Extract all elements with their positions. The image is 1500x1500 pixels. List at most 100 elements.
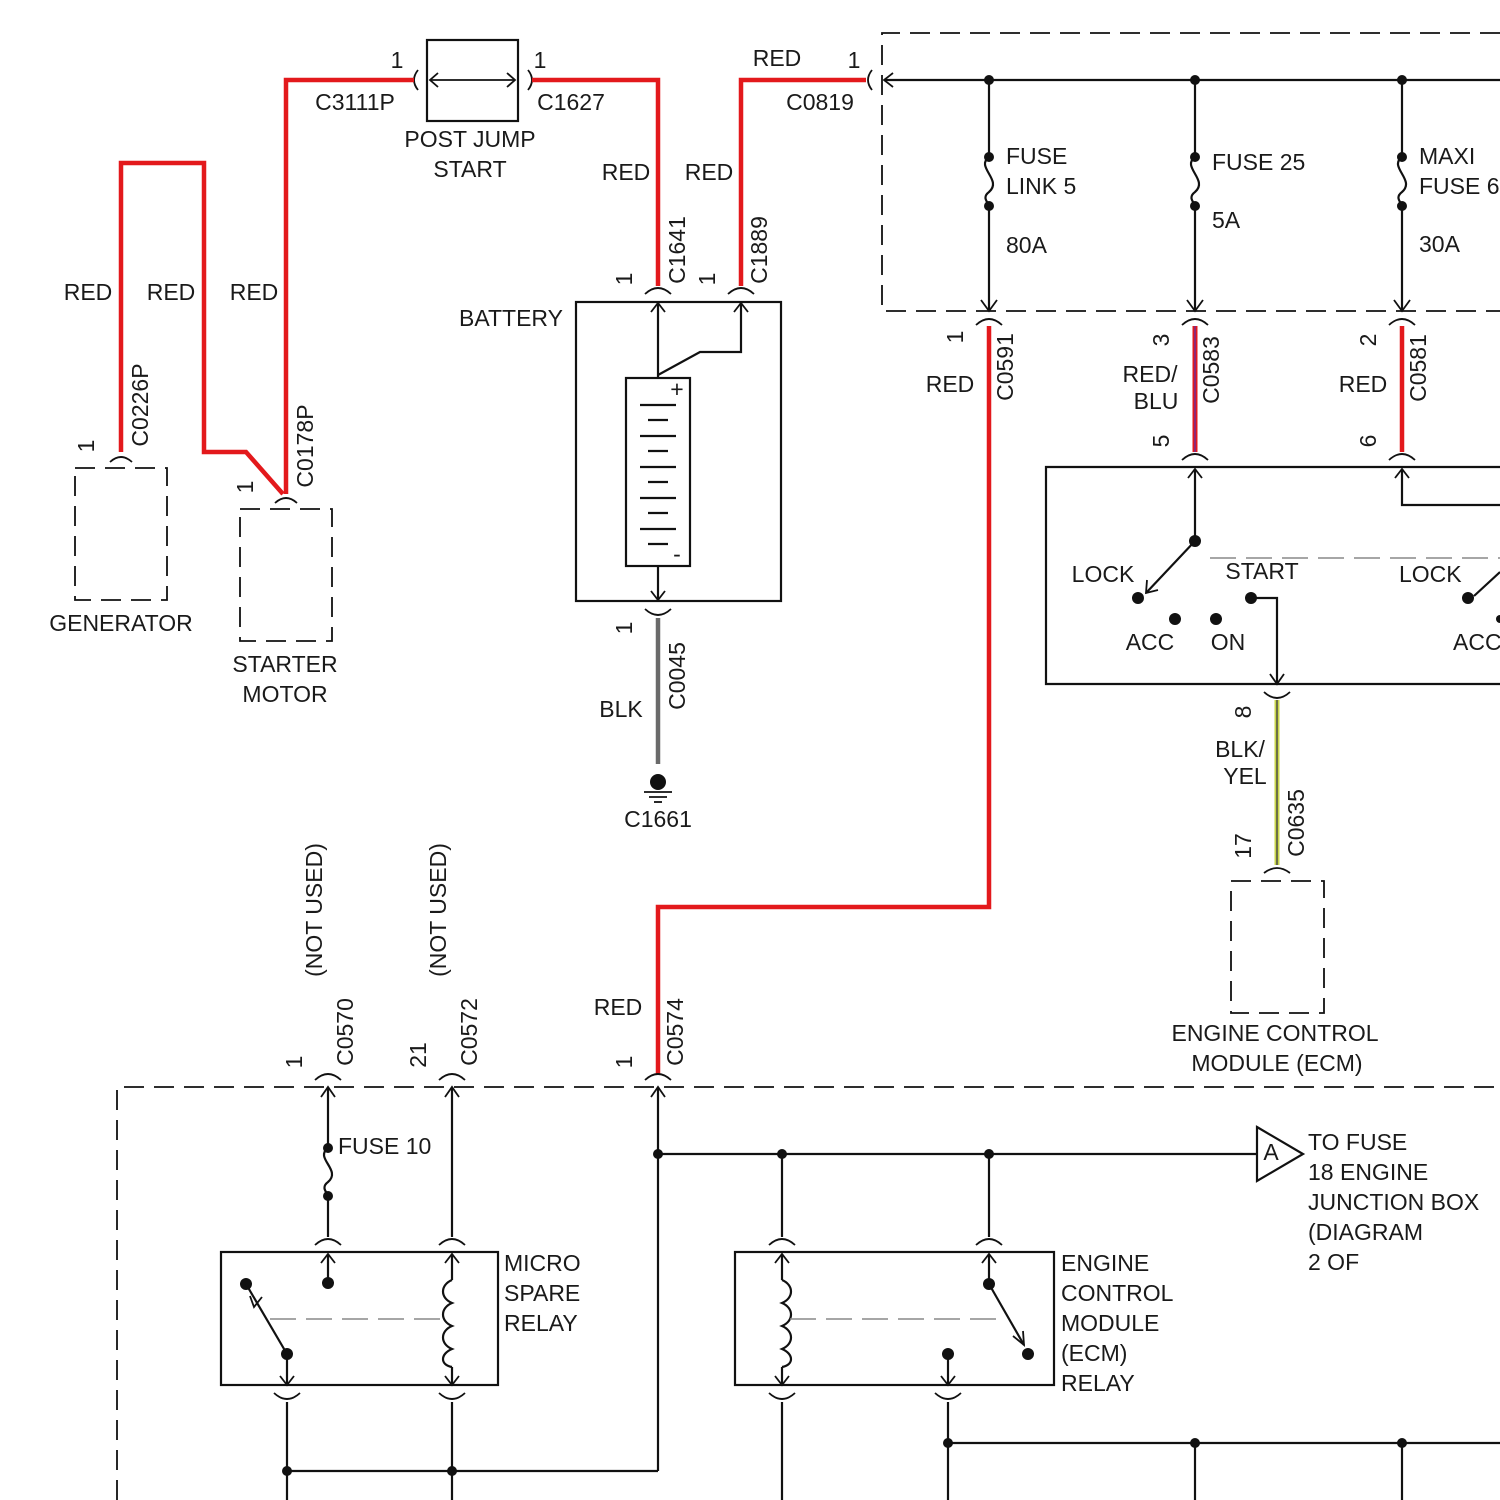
off-page-label: TO FUSE [1308, 1129, 1407, 1155]
c0045-pin: 1 [611, 622, 637, 635]
ecm-relay-label: MODULE [1061, 1310, 1159, 1336]
c0574-pin: 1 [611, 1056, 637, 1069]
off-page-label: 18 ENGINE [1308, 1159, 1428, 1185]
wire-label-red: RED [753, 45, 802, 71]
c1661-label: C1661 [624, 806, 692, 832]
c0819-connector-icon [868, 70, 872, 90]
switch-acc-label: ACC [1126, 629, 1175, 655]
c0583-pin: 3 [1148, 334, 1174, 347]
battery-plus-icon: + [670, 376, 683, 402]
fuse-link-5-label: LINK 5 [1006, 173, 1076, 199]
label-text: STARTER [232, 651, 337, 677]
label-text: A [1263, 1139, 1279, 1165]
wire-label-red: RED [64, 279, 113, 305]
ecm-relay-label: RELAY [1061, 1370, 1135, 1396]
wire-label-red: RED [926, 371, 975, 397]
c0581-pin: 6 [1355, 435, 1381, 448]
c0572-connector-icon [439, 1074, 465, 1080]
wire-label-red-blu: BLU [1134, 388, 1179, 414]
wire-label-blk: BLK [599, 696, 643, 722]
fuse-25-rating: 5A [1212, 207, 1241, 233]
c1889-label: C1889 [746, 216, 772, 284]
off-page-connector-a: A [1257, 1127, 1303, 1181]
fuse-box [882, 33, 1500, 311]
fuse-10-label: FUSE 10 [338, 1133, 431, 1159]
ground-icon [644, 774, 672, 802]
starter-motor: STARTER MOTOR [232, 498, 337, 707]
label-text: MOTOR [242, 681, 327, 707]
label-text: MODULE (ECM) [1191, 1050, 1362, 1076]
c0591-label: C0591 [992, 333, 1018, 401]
red-wire-c0591-c0574 [658, 326, 989, 1074]
wire-label-red: RED [594, 994, 643, 1020]
off-page-label: 2 OF [1308, 1249, 1359, 1275]
c0583-pin: 5 [1148, 435, 1174, 448]
c0178p-pin: 1 [232, 481, 258, 494]
c0583-label: C0583 [1198, 336, 1224, 404]
fuse-link-5-icon [976, 80, 1002, 325]
c3111p-pin: 1 [391, 47, 404, 73]
fuse-25-icon [1182, 80, 1208, 325]
maxi-fuse-icon [1389, 80, 1415, 325]
c0581-label: C0581 [1405, 334, 1431, 402]
off-page-label: (DIAGRAM [1308, 1219, 1423, 1245]
off-page-label: JUNCTION BOX [1308, 1189, 1479, 1215]
ecm-relay-label: ENGINE [1061, 1250, 1149, 1276]
c0226p-label: C0226P [127, 363, 153, 446]
micro-spare-relay [221, 1252, 498, 1399]
wire-label-red-blu: RED/ [1123, 361, 1179, 387]
wire-label-red: RED [602, 159, 651, 185]
micro-spare-relay-label: SPARE [504, 1280, 580, 1306]
c0570-connector-icon [315, 1074, 341, 1080]
c1641-label: C1641 [664, 216, 690, 284]
wire-label-red: RED [230, 279, 279, 305]
wire-label-red: RED [685, 159, 734, 185]
ecm-relay [735, 1252, 1054, 1399]
c0574-connector-icon [645, 1074, 671, 1080]
label-text: BATTERY [459, 305, 563, 331]
c3111p-label: C3111P [315, 89, 395, 115]
micro-spare-relay-label: MICRO [504, 1250, 581, 1276]
fuse-link-5-label: FUSE [1006, 143, 1067, 169]
c0581-pin: 2 [1355, 334, 1381, 347]
label-text: GENERATOR [49, 610, 193, 636]
label-text: ENGINE CONTROL [1171, 1020, 1378, 1046]
switch-lock-label: LOCK [1072, 561, 1135, 587]
wire-label-blk-yel: BLK/ [1215, 736, 1265, 762]
c0635-pin: 17 [1230, 833, 1256, 859]
label-text: START [433, 156, 506, 182]
c0045-label: C0045 [664, 642, 690, 710]
c1889-pin: 1 [694, 273, 720, 286]
switch-start-label: START [1225, 558, 1298, 584]
c0591-pin: 1 [942, 331, 968, 344]
not-used-label: (NOT USED) [425, 843, 451, 977]
c0574-label: C0574 [662, 998, 688, 1066]
c3111p-connector-icon [414, 70, 418, 90]
fuse-link-5-rating: 80A [1006, 232, 1048, 258]
bottom-wiring [282, 1402, 1500, 1500]
maxi-fuse-rating: 30A [1419, 231, 1461, 257]
switch-acc-right-label: ACC [1453, 629, 1500, 655]
c0572-label: C0572 [456, 998, 482, 1066]
wire-label-red: RED [1339, 371, 1388, 397]
not-used-label: (NOT USED) [301, 843, 327, 977]
c0178p-label: C0178P [292, 404, 318, 487]
c0819-label: C0819 [786, 89, 854, 115]
ecm-relay-label: (ECM) [1061, 1340, 1127, 1366]
wire-label-blk-yel: YEL [1223, 763, 1267, 789]
c1627-connector-icon [528, 70, 532, 90]
label-text: POST JUMP [404, 126, 535, 152]
c0570-label: C0570 [332, 998, 358, 1066]
battery: BATTERY + - [459, 288, 781, 615]
fuse-10-icon [315, 1087, 341, 1245]
switch-on-label: ON [1211, 629, 1246, 655]
c1627-label: C1627 [537, 89, 605, 115]
c0226p-pin: 1 [73, 440, 99, 453]
c1641-pin: 1 [611, 273, 637, 286]
c0635-pin: 8 [1230, 706, 1256, 719]
c0819-pin: 1 [848, 47, 861, 73]
maxi-fuse-label: FUSE 6 [1419, 173, 1500, 199]
c0572-pin: 21 [405, 1042, 431, 1068]
ecm-relay-label: CONTROL [1061, 1280, 1174, 1306]
